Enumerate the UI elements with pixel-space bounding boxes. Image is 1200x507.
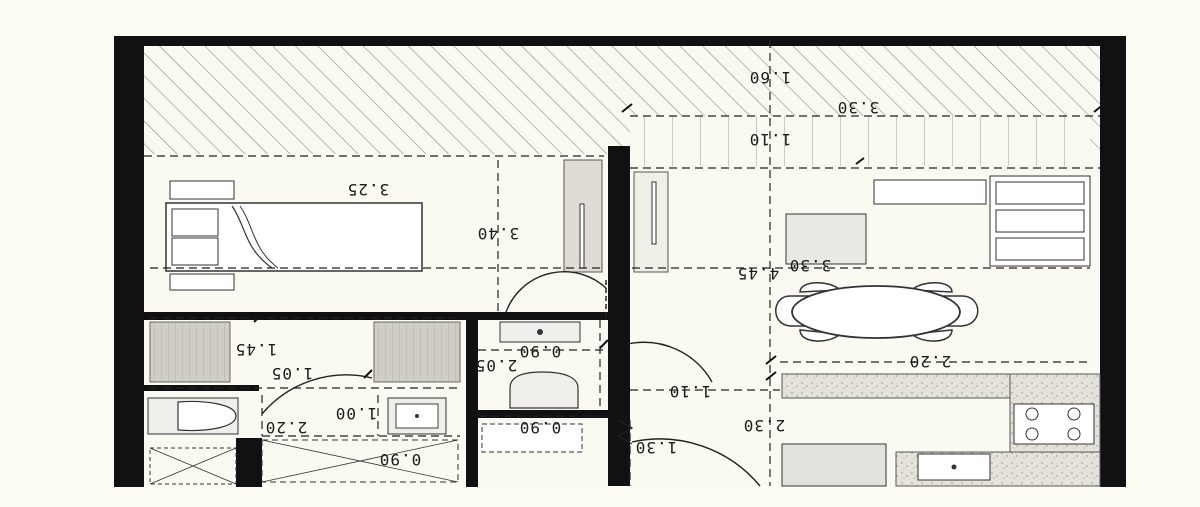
dim-closet-depth: 1.45 <box>235 340 278 359</box>
dimension-lines <box>144 40 1100 486</box>
blanket-fold <box>231 205 273 269</box>
balcony-deck <box>630 116 1090 166</box>
dim-shower-width: 0.90 <box>379 450 422 469</box>
dim-laundry-width: 0.90 <box>519 342 562 361</box>
closet-right <box>373 321 461 383</box>
wall-laundry-mid <box>474 410 608 418</box>
nightstand <box>169 273 235 291</box>
dim-bath-width: 2.20 <box>265 418 308 437</box>
dim-living-width: 3.30 <box>789 256 832 275</box>
wall-right <box>1100 36 1126 487</box>
coffee-table <box>785 213 867 265</box>
dim-dining-width: 2.20 <box>909 352 952 371</box>
dim-bedroom-depth: 3.40 <box>477 224 520 243</box>
dim-balcony-depth: 1.10 <box>749 130 792 149</box>
dimension-labels: 1.60 3.30 1.10 3.25 3.40 3.30 4.45 2.20 … <box>235 68 952 469</box>
tv-cabinet <box>633 171 669 273</box>
stove-icon <box>1013 403 1095 445</box>
water-heater <box>481 423 583 453</box>
wall-laundry-left <box>466 312 478 487</box>
dim-laundry-depth: 2.05 <box>475 356 518 375</box>
vanity-counter <box>261 439 459 483</box>
nightstand <box>169 180 235 200</box>
wall-closet-top <box>144 312 474 320</box>
entry-threshold <box>616 419 634 445</box>
door-swing-laundry <box>627 341 713 383</box>
shower-tray <box>149 447 237 485</box>
dim-entry-depth: 1.30 <box>635 438 678 457</box>
door-swing-bath <box>261 374 373 415</box>
dim-living-depth: 4.45 <box>737 264 780 283</box>
dim-terrace-depth: 1.60 <box>749 68 792 87</box>
pillow-icon <box>171 208 219 237</box>
refrigerator <box>781 443 887 487</box>
dim-wc-width: 0.90 <box>519 418 562 437</box>
dim-closet-width: 1.05 <box>271 364 314 383</box>
dim-hall-width: 1.10 <box>669 382 712 401</box>
wall-left <box>114 36 144 487</box>
armchair <box>873 179 987 205</box>
toilet-icon <box>177 400 237 432</box>
door-swing-entry <box>631 438 761 487</box>
washer-icon <box>509 371 579 409</box>
wall-laundry-top <box>474 312 608 320</box>
dim-balcony-width: 3.30 <box>837 98 880 117</box>
wall-bath-top <box>144 385 259 391</box>
dim-kitchen-width: 2.30 <box>743 416 786 435</box>
dimension-ticks <box>253 103 1105 381</box>
wall-top <box>114 36 1126 46</box>
dim-bedroom-width: 3.25 <box>347 180 390 199</box>
wall-bath-stub <box>236 438 262 487</box>
pillow-icon <box>171 237 219 266</box>
dim-bath-depth: 1.00 <box>335 404 378 423</box>
dining-table <box>791 285 961 339</box>
closet-left <box>149 321 231 383</box>
wall-hall-stub <box>612 380 626 410</box>
door-swing-bedroom <box>505 270 607 313</box>
